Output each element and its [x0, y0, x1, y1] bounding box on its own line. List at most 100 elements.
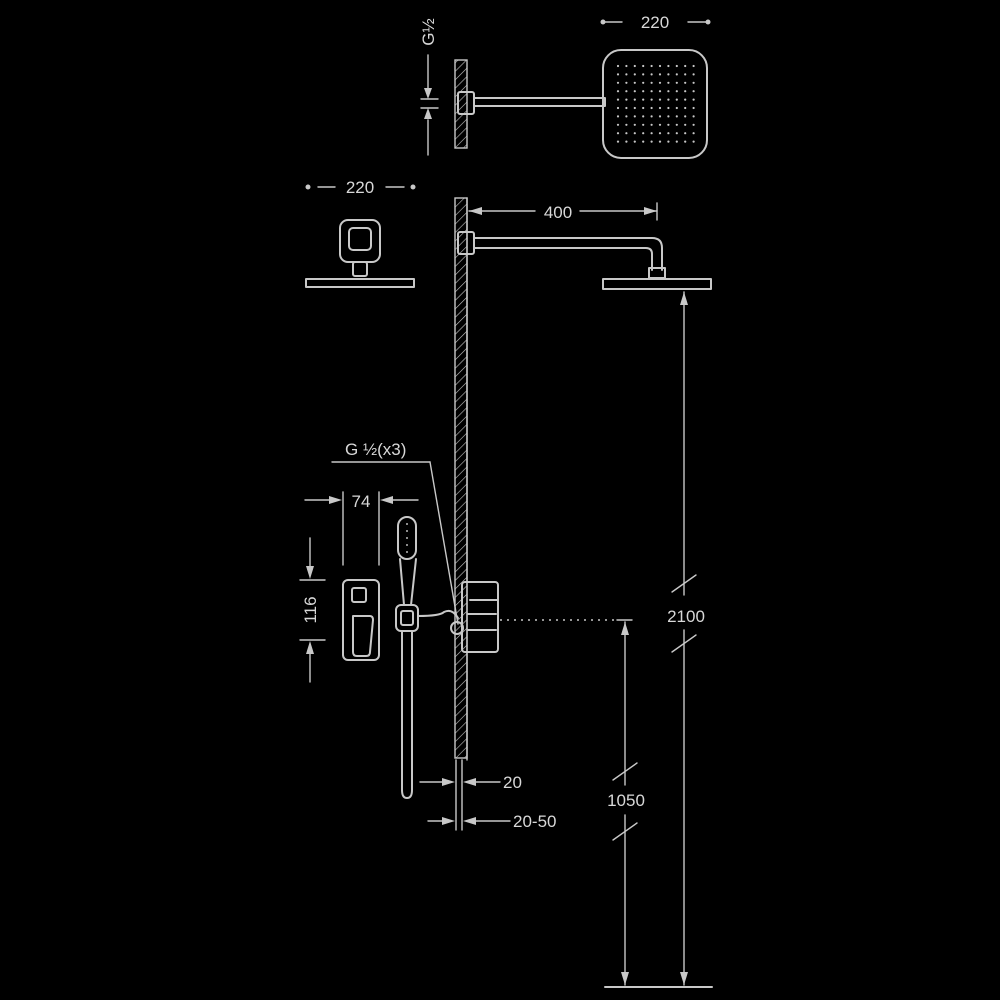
wall-offset-label: 20: [503, 773, 522, 792]
control-lever: [352, 615, 374, 657]
nozzle-dot: [684, 123, 687, 126]
nozzle-dot: [667, 106, 670, 110]
side-view-group: 400 2100 1050 20: [419, 197, 713, 988]
nozzle-dot: [642, 115, 645, 118]
nozzle-dot: [658, 90, 662, 93]
nozzle-dot: [692, 90, 695, 93]
head-mount-block: [339, 219, 381, 263]
nozzle-dot: [650, 64, 653, 68]
head-plate-front: [305, 278, 415, 288]
top-view-head-group: 220 G½: [419, 13, 711, 159]
nozzle-dot: [692, 98, 695, 101]
shower-arm-top: [473, 97, 606, 107]
nozzle-dot: [684, 106, 687, 110]
nozzle-dot: [625, 73, 628, 76]
nozzle-dot: [658, 115, 662, 118]
hand-shower-handle: [399, 558, 417, 606]
nozzle-dot: [658, 81, 662, 84]
nozzle-dot: [675, 123, 678, 126]
nozzle-dot: [616, 140, 620, 143]
nozzle-dot: [633, 123, 636, 126]
nozzle-dot: [642, 81, 645, 84]
nozzle-dot: [616, 98, 620, 101]
nozzle-dot: [625, 81, 628, 84]
nozzle-dot: [625, 90, 628, 93]
nozzle-dot: [684, 81, 687, 84]
nozzle-dot: [667, 123, 670, 126]
nozzle-dot: [692, 115, 695, 118]
nozzle-dot: [658, 106, 662, 110]
nozzle-dot: [625, 98, 628, 101]
nozzle-dot: [625, 132, 628, 135]
nozzle-dot: [650, 140, 653, 143]
arm-length-label: 400: [544, 203, 572, 222]
total-height-label: 2100: [667, 607, 705, 626]
nozzle-dot: [684, 64, 687, 68]
thread-outlets-label: G ½(x3): [345, 440, 406, 459]
nozzle-dot: [667, 98, 670, 101]
nozzle-dot: [667, 132, 670, 135]
nozzle-dot: [616, 64, 620, 68]
wall-flange-arm: [457, 231, 475, 255]
nozzle-dot: [684, 98, 687, 101]
wall-section-main: [454, 197, 468, 759]
valve-height-label: 1050: [607, 791, 645, 810]
nozzle-dot: [616, 73, 620, 76]
nozzle-dot: [675, 140, 678, 143]
thread-outlets-callout: G ½(x3): [331, 440, 459, 625]
nozzle-dot: [650, 81, 653, 84]
nozzle-dot: [675, 90, 678, 93]
nozzle-dot: [616, 115, 620, 118]
nozzle-dot: [616, 132, 620, 135]
nozzle-dot: [692, 106, 695, 110]
head-mount-neck: [352, 261, 368, 277]
nozzle-dot: [658, 140, 662, 143]
nozzle-dot: [684, 73, 687, 76]
nozzle-dot: [642, 123, 645, 126]
control-plate-front: [342, 579, 380, 661]
front-view-head-group: 220: [305, 178, 416, 288]
nozzle-dot: [658, 73, 662, 76]
hand-shower-hose: [401, 630, 413, 799]
nozzle-dot: [633, 98, 636, 101]
nozzle-dot: [692, 81, 695, 84]
nozzle-dot: [692, 64, 695, 68]
nozzle-dot: [633, 106, 636, 110]
nozzle-dot: [658, 132, 662, 135]
nozzle-dot: [658, 98, 662, 101]
nozzle-dot: [658, 64, 662, 68]
plate-height-label: 116: [301, 596, 320, 623]
nozzle-dot: [667, 115, 670, 118]
nozzle-dot: [625, 140, 628, 143]
nozzle-dot: [633, 90, 636, 93]
nozzle-dot: [650, 106, 653, 110]
nozzle-dot: [667, 140, 670, 143]
nozzle-dot: [616, 81, 620, 84]
nozzle-dot: [616, 123, 620, 126]
nozzle-dot: [675, 115, 678, 118]
head-width-side-label: 220: [346, 178, 374, 197]
head-width-top-label: 220: [641, 13, 669, 32]
nozzle-dot: [642, 132, 645, 135]
nozzle-dot: [675, 73, 678, 76]
nozzle-dot: [650, 90, 653, 93]
nozzle-dot: [625, 64, 628, 68]
nozzle-dot: [684, 132, 687, 135]
nozzle-dot: [667, 73, 670, 76]
nozzle-dot: [650, 73, 653, 76]
hand-shower-head: [397, 516, 417, 560]
hand-shower-group: [395, 516, 459, 799]
thread-top-label: G½: [419, 18, 438, 45]
nozzle-dot: [667, 81, 670, 84]
hand-shower-holder: [395, 604, 419, 632]
nozzle-dot: [650, 98, 653, 101]
nozzle-dot: [692, 123, 695, 126]
nozzle-dot: [658, 123, 662, 126]
hose-connection: [417, 609, 459, 619]
nozzle-dot: [642, 90, 645, 93]
nozzle-dot: [675, 98, 678, 101]
nozzle-dot: [616, 106, 620, 110]
nozzle-dot: [625, 115, 628, 118]
nozzle-dot: [633, 132, 636, 135]
nozzle-dot: [675, 81, 678, 84]
